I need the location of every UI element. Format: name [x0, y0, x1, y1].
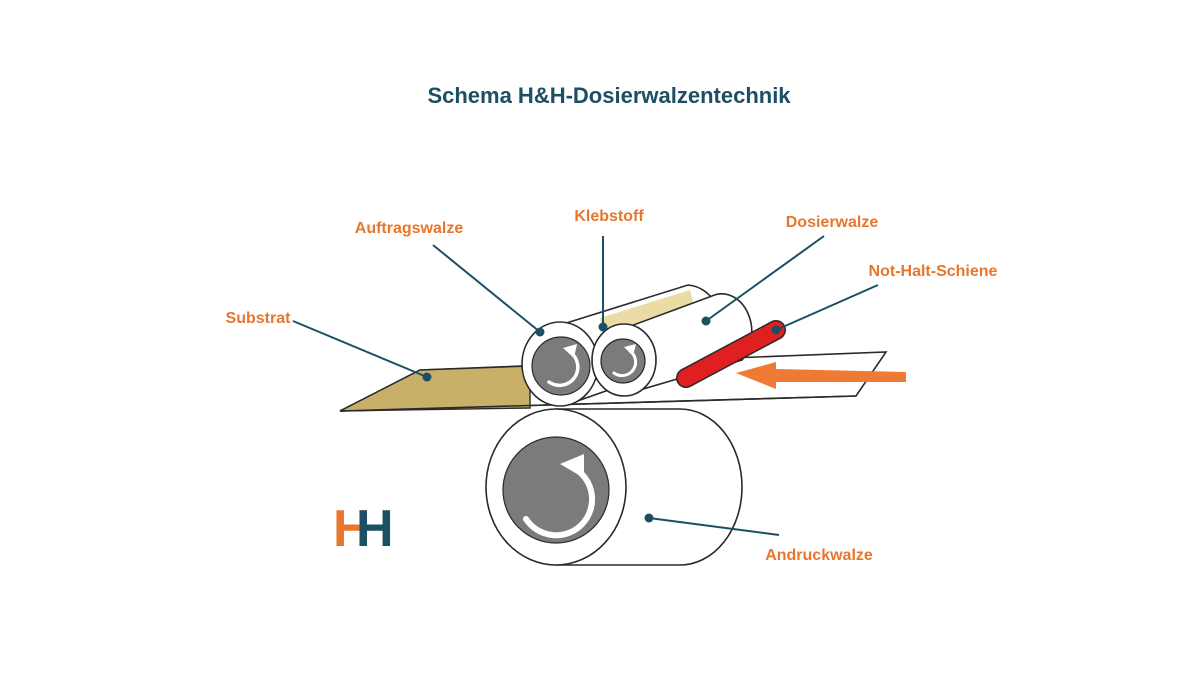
feed-direction-arrow-icon [736, 362, 906, 389]
label-not-halt-schiene: Not-Halt-Schiene [869, 263, 998, 280]
label-dosierwalze: Dosierwalze [786, 214, 879, 231]
not-halt-schiene-rail [676, 320, 786, 388]
leader-lines [292, 235, 879, 536]
svg-text:H: H [333, 500, 371, 558]
rotation-arrow-icon [612, 344, 638, 378]
svg-text:H: H [356, 500, 394, 558]
label-auftragswalze: Auftragswalze [355, 220, 464, 237]
andruckwalze-roller [485, 408, 743, 566]
dosierwalze-roller [591, 293, 753, 397]
label-substrat: Substrat [226, 310, 292, 327]
hh-logo: H H [333, 500, 394, 558]
label-klebstoff: Klebstoff [574, 208, 644, 225]
rotation-arrow-icon [547, 344, 580, 388]
rotation-arrow-icon [523, 454, 596, 539]
diagram-title: Schema H&H-Dosierwalzentechnik [427, 83, 791, 108]
label-andruckwalze: Andruckwalze [765, 547, 873, 564]
